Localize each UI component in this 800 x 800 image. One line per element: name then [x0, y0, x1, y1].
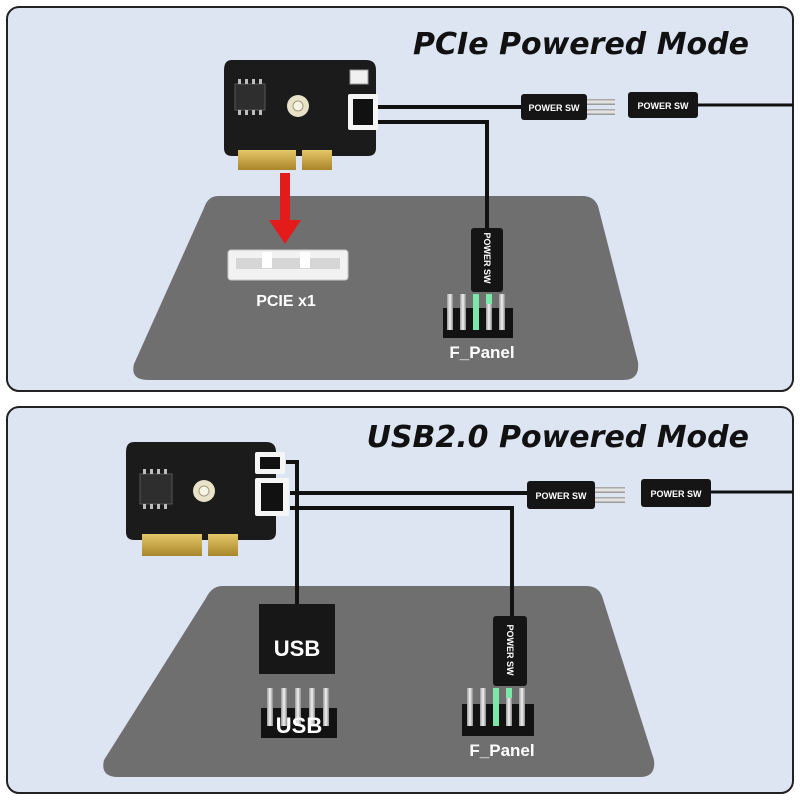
f-panel-header [462, 688, 534, 736]
power-sw-female-connector: POWER SW [628, 92, 698, 118]
chip [234, 79, 266, 115]
header-power-sw-plug: POWER SW [471, 228, 503, 292]
f-panel-label: F_Panel [449, 343, 514, 362]
pcie-x1-slot [227, 249, 349, 281]
svg-text:POWER SW: POWER SW [505, 625, 515, 677]
header-power-sw-plug: POWER SW [493, 616, 527, 686]
f-panel-label: F_Panel [469, 741, 534, 760]
pcie-slot-label: PCIE x1 [256, 293, 316, 310]
panel-usb-mode: USB2.0 Powered Mode [6, 406, 794, 794]
card-connector [255, 452, 289, 516]
panel-pcie-mode: PCIe Powered Mode PCIE x1 [6, 6, 794, 392]
power-sw-male-connector: POWER SW [527, 481, 625, 509]
svg-text:POWER SW: POWER SW [536, 491, 588, 501]
panel-title: PCIe Powered Mode [413, 27, 749, 62]
adapter-card [126, 442, 289, 556]
mount-hole [193, 480, 215, 502]
svg-text:POWER SW: POWER SW [529, 103, 581, 113]
power-sw-female-connector: POWER SW [641, 479, 711, 507]
panel-title: USB2.0 Powered Mode [367, 420, 749, 455]
usb-header: USB [261, 688, 337, 738]
svg-text:POWER SW: POWER SW [482, 233, 492, 285]
svg-text:USB: USB [274, 636, 320, 661]
power-sw-cables [378, 105, 521, 232]
card-connector [348, 69, 378, 130]
power-sw-male-connector: POWER SW [521, 94, 615, 120]
f-panel-header [443, 294, 513, 338]
svg-text:POWER SW: POWER SW [651, 489, 703, 499]
svg-text:POWER SW: POWER SW [638, 101, 690, 111]
motherboard [133, 196, 639, 380]
insert-arrow [269, 173, 301, 244]
chip [139, 469, 173, 509]
mount-hole [287, 95, 309, 117]
power-sw-cables [286, 460, 527, 618]
adapter-card [224, 60, 378, 170]
usb-plug: USB [259, 604, 335, 674]
svg-text:USB: USB [276, 713, 322, 738]
